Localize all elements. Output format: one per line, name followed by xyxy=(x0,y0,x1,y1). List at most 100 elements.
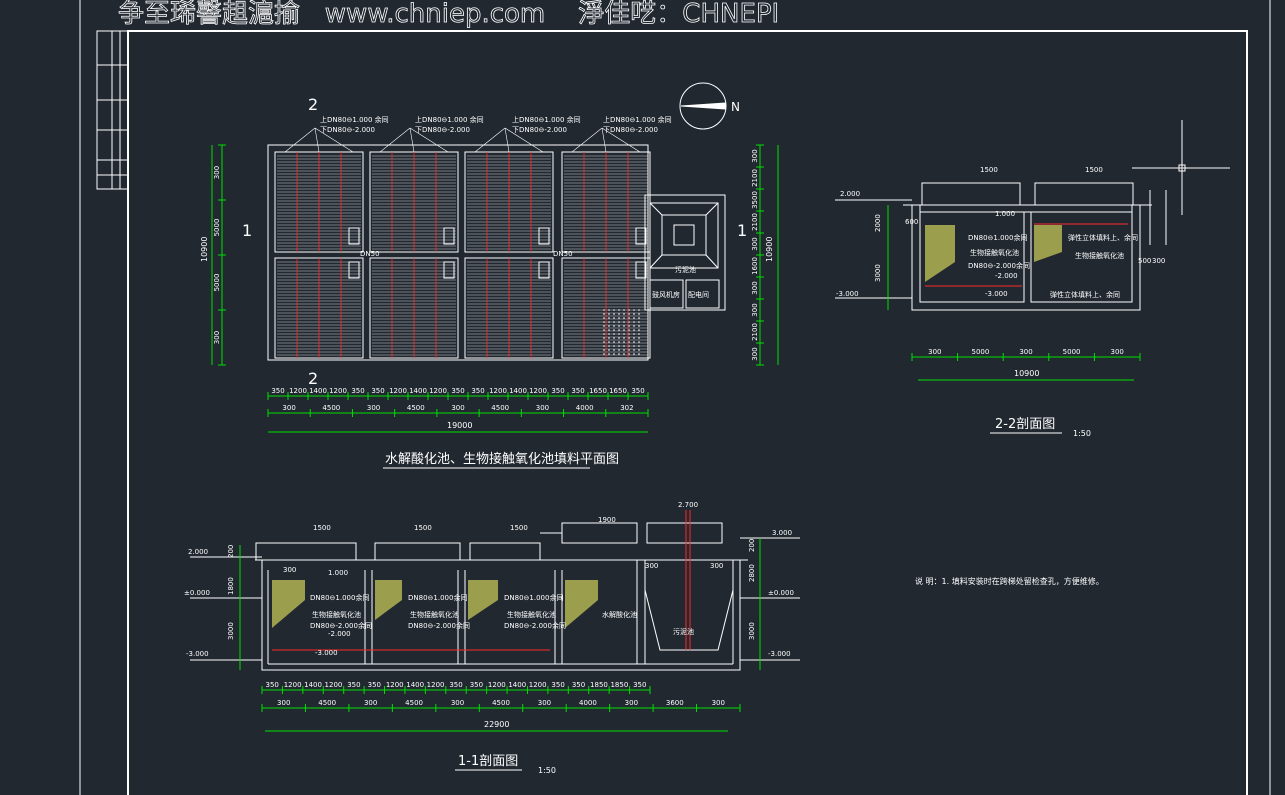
s22-label-1500b: 1500 xyxy=(1085,166,1103,174)
s11-label-m3-right: -3.000 xyxy=(768,650,791,658)
plan-section-marks: 1 1 2 2 xyxy=(242,95,747,388)
s11-label-3000: 3.000 xyxy=(772,529,792,537)
plan-top-dim-label: 1400 xyxy=(509,387,527,395)
s11-vdim-200: 200 xyxy=(227,545,235,558)
plan-hatch-area xyxy=(603,309,640,355)
s11-label-m2000: -2.000 xyxy=(328,630,351,638)
plan-cell xyxy=(369,257,459,359)
s22-label-1000: 1.000 xyxy=(995,210,1015,218)
s11-top-dim-label: 350 xyxy=(470,681,483,689)
plan-title: 水解酸化池、生物接触氧化池填料平面图 xyxy=(385,451,619,467)
s11-mid-dim-label: 4500 xyxy=(405,699,423,707)
plan-cell xyxy=(464,257,554,359)
s22-title: 2-2剖面图 xyxy=(995,417,1055,432)
plan-top-dim-label: 350 xyxy=(571,387,584,395)
s11-total: 22900 xyxy=(484,720,509,729)
s11-title: 1-1剖面图 xyxy=(458,754,518,769)
plan-top-dim-label: 350 xyxy=(631,387,644,395)
s11-top-dim-label: 1850 xyxy=(590,681,608,689)
s11-top-dim-label: 350 xyxy=(368,681,381,689)
plan-top-dim-label: 350 xyxy=(551,387,564,395)
plan-cell xyxy=(274,257,364,359)
s11-mid-dim-label: 3600 xyxy=(666,699,684,707)
plan-top-dim-label: 1200 xyxy=(429,387,447,395)
s11-pipe-3: DN80⊖1.000余同 xyxy=(408,593,467,602)
plan-cell xyxy=(464,127,554,253)
s22-label-m3000: -3.000 xyxy=(985,290,1008,298)
s22-fill-2 xyxy=(1034,225,1062,262)
s11-rvdim-200: 200 xyxy=(748,539,756,552)
plan-room-labels: 污泥池 鼓风机房 配电间 xyxy=(652,265,709,299)
s11-mid-dim-label: 300 xyxy=(277,699,290,707)
s11-mid-dim-label: 300 xyxy=(625,699,638,707)
plan-top-dim-label: 1200 xyxy=(489,387,507,395)
plan-right-dim-label: 3500 xyxy=(751,191,759,209)
watermark-text: 争至琋韾趄滬揄 www.chniep.com 淨佳呓：CHNEPI xyxy=(118,0,779,29)
s11-label-pm0-right: ±0.000 xyxy=(768,589,794,597)
plan-top-dim-label: 350 xyxy=(451,387,464,395)
s11-fill-3 xyxy=(468,580,498,620)
section-1-1: 1500 1500 1500 1900 2.700 3.000 2.000 ±0… xyxy=(184,501,800,775)
s11-label-300b: 300 xyxy=(710,562,723,570)
s11-top-dim-label: 1400 xyxy=(304,681,322,689)
plan-mid-dim-label: 4500 xyxy=(407,404,425,412)
s11-label-m3-left: -3.000 xyxy=(186,650,209,658)
s22-label-600: 600 xyxy=(905,218,918,226)
plan-top-dim-label: 1200 xyxy=(329,387,347,395)
plan-top-dim-label: 1650 xyxy=(589,387,607,395)
plan-right-total: 10900 xyxy=(765,237,774,262)
pipe-note-bot-3: 下DN80⊖-2.000 xyxy=(512,126,567,134)
plan-left-dim-label: 300 xyxy=(213,331,221,344)
s11-vdim-3000: 3000 xyxy=(227,622,235,640)
s22-side-dim-500: 500 xyxy=(1138,257,1151,265)
plan-left-total: 10900 xyxy=(200,237,209,262)
plan-right-dim-label: 1600 xyxy=(751,257,759,275)
s11-top-dim-label: 350 xyxy=(572,681,585,689)
s11-rvdim-2800: 2800 xyxy=(748,564,756,582)
s11-label-1500b: 1500 xyxy=(414,524,432,532)
plan-right-dim-label: 300 xyxy=(751,347,759,360)
s11-top-dim-label: 1200 xyxy=(488,681,506,689)
s22-dim-label: 5000 xyxy=(1063,348,1081,356)
plan-mid-dim-label: 300 xyxy=(282,404,295,412)
plan-cell xyxy=(369,127,459,253)
plan-top-dim-label: 350 xyxy=(371,387,384,395)
s11-label-1000: 1.000 xyxy=(328,569,348,577)
s11-room-1: 生物接触氧化池 xyxy=(312,610,361,619)
s11-top-dim-label: 350 xyxy=(347,681,360,689)
section-mark-top: 2 xyxy=(308,95,318,114)
mark-dn50-1: DN50 xyxy=(360,250,380,258)
s22-note-2: 生物接触氧化池 xyxy=(970,248,1019,257)
pipe-note-top-4: 上DN80⊖1.000 余同 xyxy=(603,115,672,124)
plan-cell xyxy=(561,127,651,253)
plan-top-dim-label: 1400 xyxy=(409,387,427,395)
s22-label-1500a: 1500 xyxy=(980,166,998,174)
s22-dim-label: 300 xyxy=(1111,348,1124,356)
s11-room-5: 污泥池 xyxy=(673,627,694,636)
plan-top-dim-label: 1200 xyxy=(289,387,307,395)
plan-cell xyxy=(274,127,364,253)
plan-total: 19000 xyxy=(447,421,472,430)
plan-cell xyxy=(561,257,651,359)
plan-right-dim-label: 300 xyxy=(751,303,759,316)
plan-right-dim-label: 300 xyxy=(751,237,759,250)
s11-top-dim-label: 1850 xyxy=(610,681,628,689)
pipe-note-top-3: 上DN80⊖1.000 余同 xyxy=(512,115,581,124)
section-mark-left: 1 xyxy=(242,221,252,240)
s22-label-elev-2000: 2.000 xyxy=(840,190,860,198)
plan-mid-dim-label: 4500 xyxy=(491,404,509,412)
s11-label-pm0-left: ±0.000 xyxy=(184,589,210,597)
plan-fill-hatch xyxy=(603,309,640,355)
plan-top-dim-label: 1400 xyxy=(309,387,327,395)
s11-pipe-5: DN80⊖1.000余同 xyxy=(504,593,563,602)
plan-cells xyxy=(274,127,651,359)
s11-fill-1 xyxy=(272,580,305,628)
s11-top-dim-label: 350 xyxy=(633,681,646,689)
section-mark-right: 1 xyxy=(737,221,747,240)
s11-mid-dim-label: 300 xyxy=(364,699,377,707)
